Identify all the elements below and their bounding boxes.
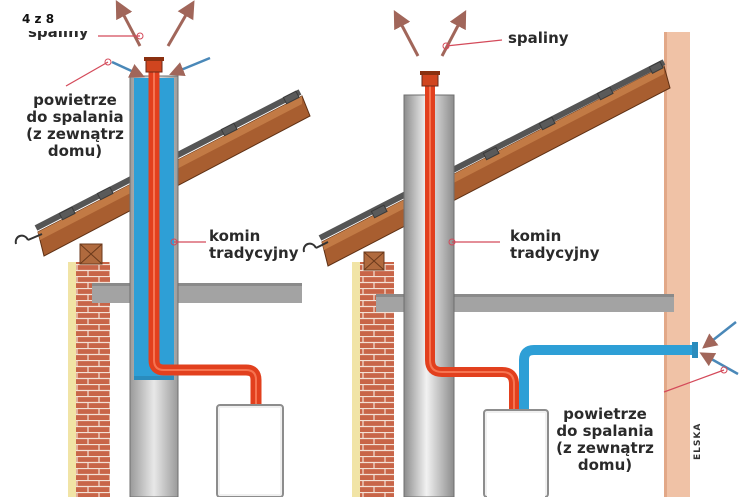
- left-chimney-cap: [145, 59, 163, 73]
- left-exhaust-arrow: [115, 0, 142, 47]
- right-exhaust-arrow: [393, 10, 420, 57]
- left-exhaust-arrow: [166, 0, 195, 47]
- left-label-exhaust: spaliny: [28, 23, 89, 41]
- right-outer-wall: [664, 32, 690, 497]
- left-intake-arrow: [169, 56, 211, 77]
- left-label-air-line: (z zewnątrz: [26, 125, 124, 143]
- right-label-chimney: komin tradycyjny: [510, 228, 599, 262]
- left-intake-arrow: [111, 60, 145, 78]
- left-diagram: [14, 0, 311, 497]
- right-label-air: powietrze do spalania (z zewnątrz domu): [550, 406, 660, 474]
- right-label-air-line: (z zewnątrz: [556, 439, 654, 457]
- left-label-chimney-line: komin: [209, 227, 261, 245]
- left-label-chimney-line: tradycyjny: [209, 244, 299, 262]
- left-label-air-line: domu): [47, 142, 103, 160]
- right-roof: [302, 59, 671, 267]
- left-label-air: powietrze do spalania (z zewnątrz domu): [20, 92, 130, 160]
- left-label-air-line: do spalania: [26, 108, 124, 126]
- page-indicator: 4 z 8: [22, 12, 55, 26]
- right-chimney-cap: [421, 73, 439, 87]
- right-gutter: [302, 242, 317, 253]
- right-label-air-line: powietrze: [563, 405, 647, 423]
- right-label-air-line: domu): [577, 456, 633, 474]
- left-label-chimney: komin tradycyjny: [209, 228, 298, 262]
- right-label-air-line: do spalania: [556, 422, 654, 440]
- right-air-pipe: [519, 345, 694, 414]
- right-label-chimney-line: tradycyjny: [510, 244, 600, 262]
- right-exhaust-arrow: [440, 10, 467, 57]
- left-label-air-line: powietrze: [33, 91, 117, 109]
- right-intake-arrow: [702, 321, 737, 349]
- right-diagram: [302, 10, 739, 497]
- right-intake-arrow: [699, 352, 739, 376]
- right-label-exhaust: spaliny: [508, 29, 569, 47]
- left-gutter: [14, 234, 29, 245]
- right-label-chimney-line: komin: [510, 227, 562, 245]
- credit-fragment: ELSKA: [693, 422, 703, 460]
